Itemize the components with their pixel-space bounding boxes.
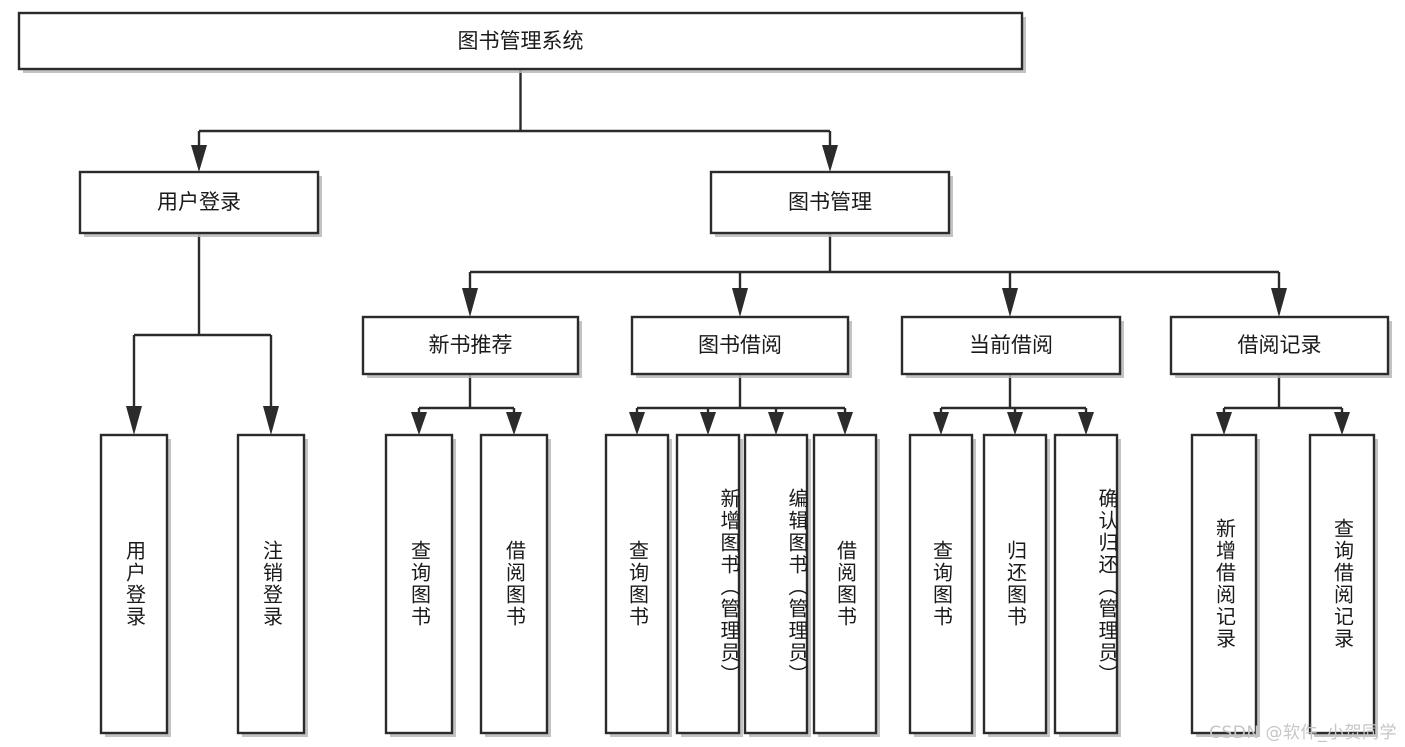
node-user-login-label: 用户登录 — [157, 190, 241, 214]
leaf-box-user-login[interactable] — [99, 433, 169, 735]
arrow-to-leaf-query-borrow-record — [1334, 412, 1350, 435]
arrow-to-leaf-query-book-current — [933, 412, 949, 435]
node-current-borrow[interactable]: 当前借阅 — [900, 315, 1124, 378]
node-borrow-record-label: 借阅记录 — [1238, 333, 1322, 357]
arrow-to-leaf-query-book-rec — [411, 412, 427, 435]
arrow-to-current-borrow — [1002, 288, 1018, 317]
leaf-box-query-borrow-record[interactable] — [1308, 433, 1376, 735]
leaf-box-add-book-admin[interactable] — [675, 433, 741, 735]
leaf-box-borrow-book[interactable] — [812, 433, 878, 735]
arrow-to-leaf-query-book-borrow — [629, 412, 645, 435]
leaf-box-query-book-current[interactable] — [908, 433, 974, 735]
leaf-box-confirm-return-admin[interactable] — [1053, 433, 1119, 735]
leaf-box-add-borrow-record[interactable] — [1190, 433, 1258, 735]
arrow-to-borrow-record — [1271, 288, 1287, 317]
node-book-manage-label: 图书管理 — [788, 190, 872, 214]
node-borrow-record[interactable]: 借阅记录 — [1169, 315, 1392, 378]
arrow-to-leaf-add-borrow-record — [1216, 412, 1232, 435]
watermark: CSDN @软件_小贺同学 — [1209, 723, 1397, 743]
arrow-to-leaf-user-login — [126, 406, 142, 435]
leaf-box-borrow-book-rec[interactable] — [479, 433, 549, 735]
leaf-box-query-book-rec[interactable] — [384, 433, 454, 735]
leaf-boxes — [99, 433, 1378, 737]
node-current-borrow-label: 当前借阅 — [969, 333, 1053, 357]
leaf-box-edit-book-admin[interactable] — [743, 433, 809, 735]
node-book-borrow[interactable]: 图书借阅 — [630, 315, 852, 378]
arrow-to-leaf-borrow-book — [837, 412, 853, 435]
connector-userlogin-to-leaves — [126, 233, 279, 435]
node-user-login[interactable]: 用户登录 — [78, 170, 322, 237]
connector-bookborrow-to-leaves — [629, 374, 853, 435]
node-book-manage[interactable]: 图书管理 — [709, 170, 953, 237]
connector-bookmanage-to-level3 — [462, 233, 1287, 317]
connector-newbook-to-leaves — [411, 374, 522, 435]
node-book-borrow-label: 图书借阅 — [698, 333, 782, 357]
arrow-to-leaf-add-book-admin — [700, 412, 716, 435]
arrow-to-leaf-logout — [263, 406, 279, 435]
connector-currentborrow-to-leaves — [933, 374, 1094, 435]
connector-root-to-level2 — [191, 69, 838, 172]
leaf-box-query-book-borrow[interactable] — [604, 433, 670, 735]
arrow-to-user-login — [191, 145, 207, 172]
arrow-to-new-book-recommend — [462, 288, 478, 317]
node-root-label: 图书管理系统 — [458, 29, 584, 53]
node-new-book-recommend[interactable]: 新书推荐 — [361, 315, 582, 378]
connector-borrowrecord-to-leaves — [1216, 374, 1350, 435]
leaf-box-logout[interactable] — [236, 433, 306, 735]
leaf-box-return-book[interactable] — [982, 433, 1048, 735]
arrow-to-leaf-edit-book-admin — [768, 412, 784, 435]
arrow-to-book-borrow — [732, 288, 748, 317]
arrow-to-leaf-borrow-book-rec — [506, 412, 522, 435]
arrow-to-book-manage — [822, 145, 838, 172]
arrow-to-leaf-return-book — [1007, 412, 1023, 435]
node-new-book-recommend-label: 新书推荐 — [429, 333, 513, 357]
node-root[interactable]: 图书管理系统 — [17, 11, 1026, 73]
arrow-to-leaf-confirm-return-admin — [1078, 412, 1094, 435]
